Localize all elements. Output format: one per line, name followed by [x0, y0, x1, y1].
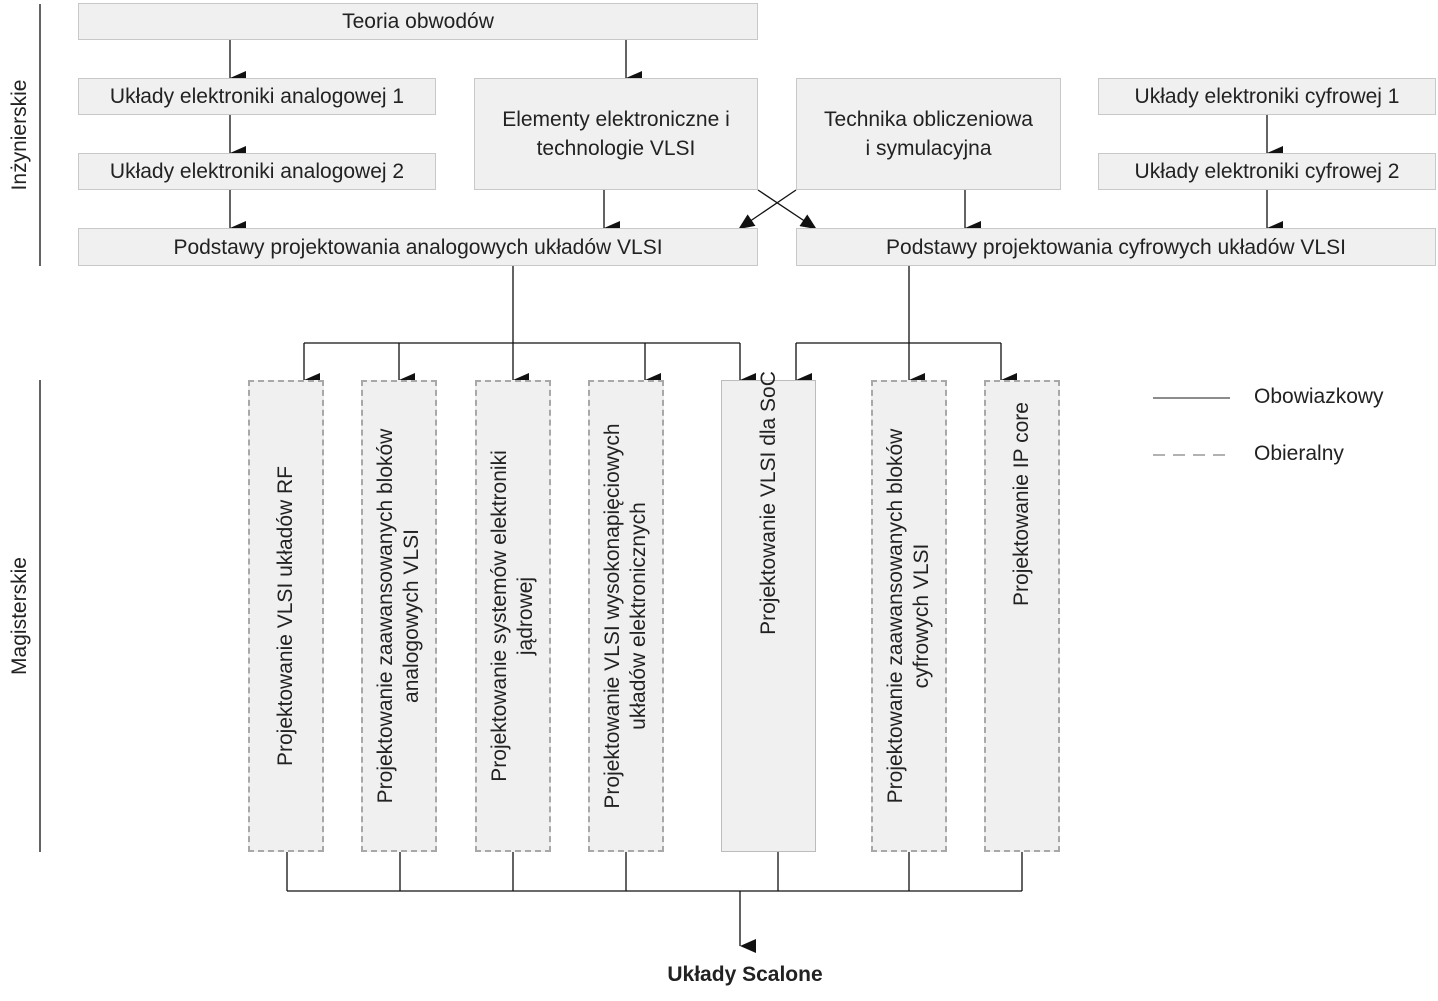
course-label: Projektowanie systemów elektroniki jądro…	[487, 450, 539, 781]
box-cyfrowa-1: Układy elektroniki cyfrowej 1	[1098, 78, 1436, 115]
box-label-line1: Technika obliczeniowa	[824, 108, 1033, 131]
box-label-line2: i symulacyjna	[865, 137, 992, 160]
course-label-line2: układów elektronicznych	[627, 502, 650, 730]
section-label-masters: Magisterskie	[8, 557, 31, 675]
course-ip-core: Projektowanie IP core	[984, 380, 1060, 852]
course-vlsi-soc: Projektowanie VLSI dla SoC	[721, 371, 816, 852]
course-label-line1: Projektowanie VLSI dla SoC	[756, 371, 780, 636]
course-vlsi-rf: Projektowanie VLSI układów RF	[248, 380, 324, 852]
course-label: Projektowanie IP core	[1009, 402, 1035, 606]
course-label: Projektowanie VLSI układów RF	[273, 466, 299, 766]
course-nuclear-systems: Projektowanie systemów elektroniki jądro…	[475, 380, 551, 852]
arrow-technika-podstanalog	[738, 189, 797, 230]
course-label-line1: Projektowanie IP core	[1010, 401, 1033, 606]
box-label-line1: Elementy elektroniczne i	[502, 108, 730, 131]
box-label: Układy elektroniki cyfrowej 1	[1134, 85, 1400, 108]
section-label-engineering: Inżynierskie	[8, 79, 31, 191]
box-analog-2: Układy elektroniki analogowej 2	[78, 153, 436, 190]
box-teoria-obwodow: Teoria obwodów	[78, 3, 758, 40]
course-label-line2: analogowych VLSI	[400, 529, 423, 703]
box-label: Układy elektroniki cyfrowej 2	[1134, 160, 1400, 183]
box-label: Układy elektroniki analogowej 1	[109, 85, 405, 108]
box-cyfrowa-2: Układy elektroniki cyfrowej 2	[1098, 153, 1436, 190]
course-label: Projektowanie VLSI dla SoC	[756, 371, 782, 635]
course-label-line2: jądrowej	[514, 576, 537, 656]
box-label: Układy elektroniki analogowej 2	[109, 160, 405, 183]
course-label-line1: Projektowanie systemów elektroniki	[488, 450, 511, 782]
box-podstawy-cyfrowych: Podstawy projektowania cyfrowych układów…	[796, 228, 1436, 266]
box-technika-obliczeniowa: Technika obliczeniowa i symulacyjna	[796, 78, 1061, 190]
course-label: Projektowanie zaawansowanych bloków anal…	[373, 429, 425, 804]
box-label: Podstawy projektowania analogowych układ…	[173, 235, 663, 259]
arrow-elementy-podstcyfr	[757, 189, 817, 230]
course-digital-advanced: Projektowanie zaawansowanych bloków cyfr…	[871, 380, 947, 852]
course-label-line1: Projektowanie VLSI układów RF	[274, 466, 297, 766]
course-label-line2: cyfrowych VLSI	[910, 543, 933, 689]
legend-elective-label: Obieralny	[1254, 442, 1344, 465]
course-label-line1: Projektowanie zaawansowanych bloków	[374, 428, 397, 804]
course-label: Projektowanie VLSI wysokonapięciowych uk…	[600, 423, 652, 808]
legend-mandatory-label: Obowiazkowy	[1254, 385, 1384, 408]
box-podstawy-analogowych: Podstawy projektowania analogowych układ…	[78, 228, 758, 266]
course-label-line1: Projektowanie VLSI wysokonapięciowych	[601, 423, 624, 809]
box-elementy-elektroniczne: Elementy elektroniczne i technologie VLS…	[474, 78, 758, 190]
box-label-line2: technologie VLSI	[536, 137, 696, 160]
course-label-line1: Projektowanie zaawansowanych bloków	[884, 428, 907, 804]
course-high-voltage: Projektowanie VLSI wysokonapięciowych uk…	[588, 380, 664, 852]
box-label: Podstawy projektowania cyfrowych układów…	[886, 235, 1346, 259]
final-label: Układy Scalone	[667, 963, 823, 986]
box-analog-1: Układy elektroniki analogowej 1	[78, 78, 436, 115]
course-analog-advanced: Projektowanie zaawansowanych bloków anal…	[361, 380, 437, 852]
course-label: Projektowanie zaawansowanych bloków cyfr…	[883, 429, 935, 804]
box-label: Teoria obwodów	[342, 10, 494, 33]
